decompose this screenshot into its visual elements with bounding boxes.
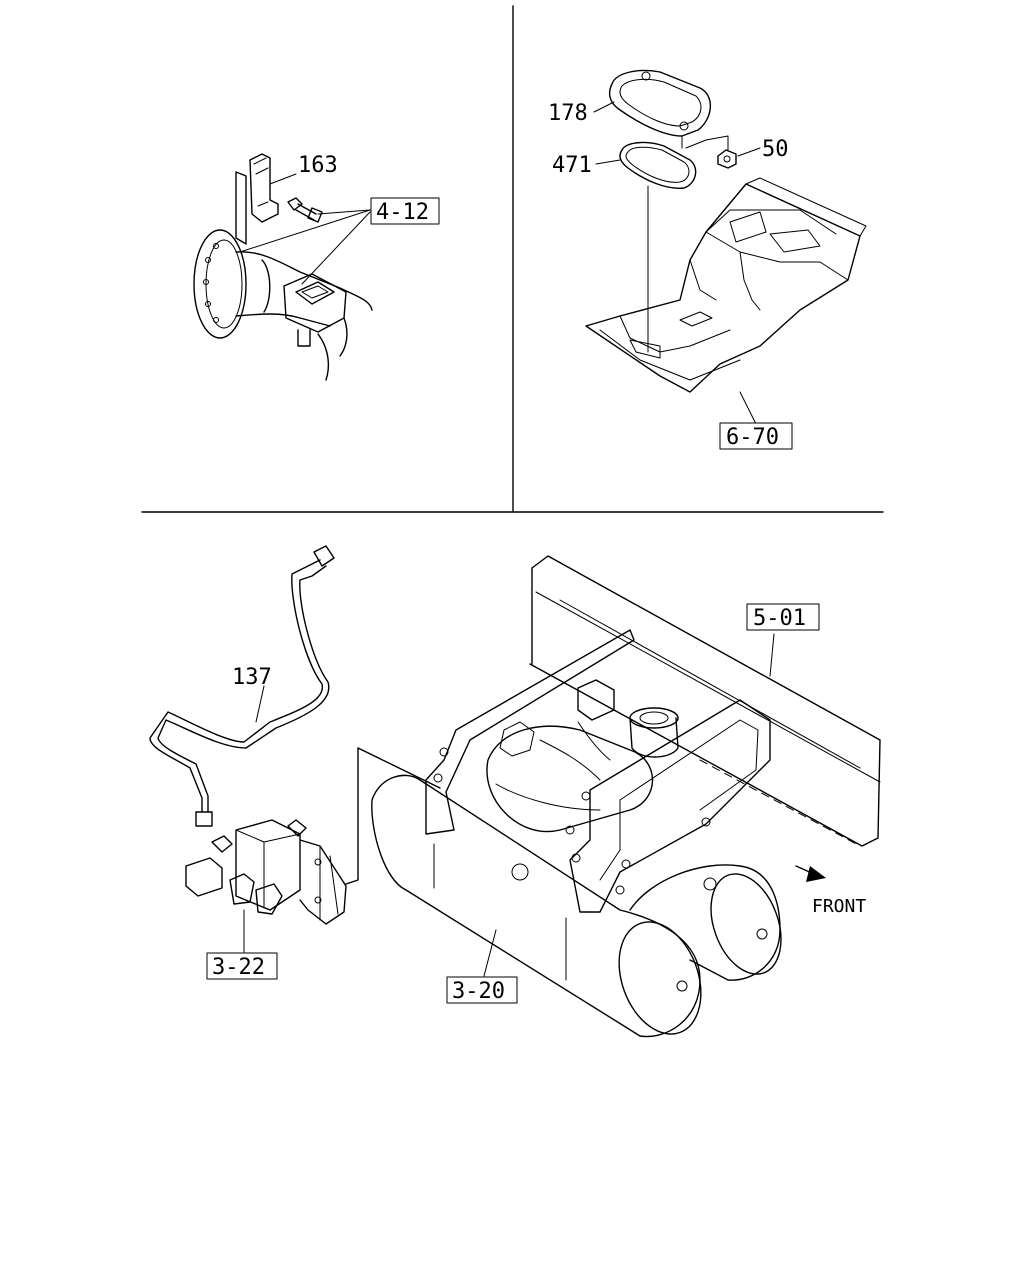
tubing-137: [149, 545, 335, 827]
valve-assembly-322: [185, 747, 441, 953]
ref-box-4-12: 4-12: [370, 197, 440, 225]
part-label-178: 178: [548, 101, 588, 126]
front-arrow-icon: [806, 866, 826, 882]
front-label: FRONT: [812, 896, 866, 917]
frame-rail-drawing: [529, 555, 881, 847]
air-tanks-320: [371, 774, 782, 1038]
ref-label-3-22: 3-22: [212, 955, 265, 980]
ref-label-5-01: 5-01: [753, 606, 806, 631]
ref-box-3-20: 3-20: [446, 976, 518, 1004]
ref-box-6-70: 6-70: [719, 422, 793, 450]
floor-cover-drawing: [585, 69, 867, 425]
air-dryer-mount: [425, 629, 771, 913]
ref-label-4-12: 4-12: [376, 200, 429, 225]
ref-label-3-20: 3-20: [452, 979, 505, 1004]
part-label-50: 50: [762, 137, 789, 162]
part-label-471: 471: [552, 153, 592, 178]
ref-label-6-70: 6-70: [726, 425, 779, 450]
ref-box-5-01: 5-01: [746, 603, 820, 631]
front-direction: FRONT: [795, 865, 866, 917]
part-label-137: 137: [232, 665, 272, 690]
ref-box-3-22: 3-22: [206, 952, 278, 980]
part-label-163: 163: [298, 153, 338, 178]
axle-housing-drawing: [193, 153, 373, 381]
